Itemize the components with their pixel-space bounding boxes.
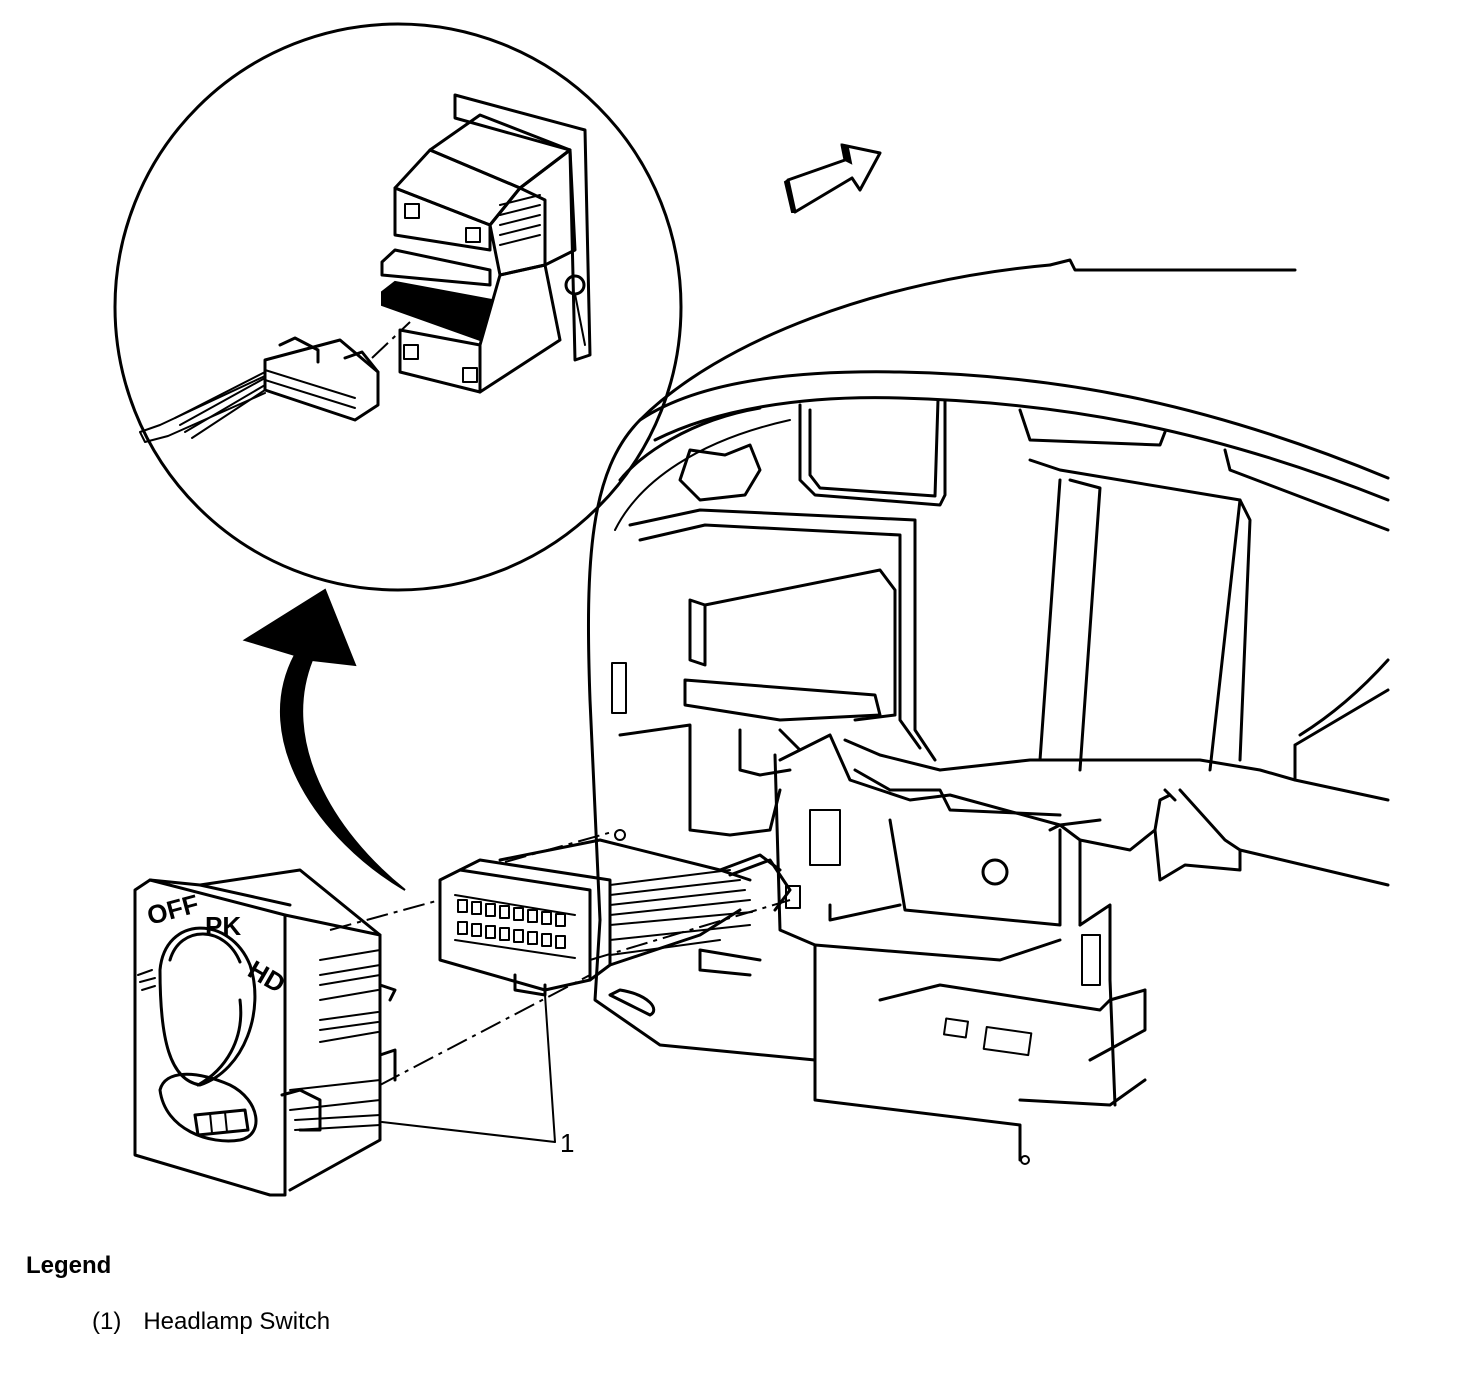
knob-label-park: PK — [205, 911, 241, 941]
instrument-panel — [586, 258, 1390, 1165]
callout-1: 1 — [381, 994, 574, 1158]
detail-view-circle — [113, 22, 683, 592]
callout-1-number: 1 — [560, 1128, 574, 1158]
legend-item: (1) Headlamp Switch — [92, 1308, 330, 1336]
legend-title: Legend — [26, 1252, 112, 1279]
forward-direction-arrow — [783, 143, 882, 214]
dimmer-thumbwheel — [158, 1072, 258, 1143]
headlamp-knob — [158, 926, 257, 1087]
headlamp-switch: OFF PK HD — [133, 868, 591, 1197]
connector-pin-cavities — [457, 899, 566, 949]
detail-switch-body — [380, 93, 592, 394]
panel-harness-connector — [438, 831, 801, 997]
curved-transition-arrow — [242, 588, 406, 891]
legend-list: (1) Headlamp Switch — [92, 1308, 330, 1336]
detail-harness-connector — [139, 321, 411, 443]
legend-item-label: Headlamp Switch — [143, 1308, 331, 1335]
legend-item-number: (1) — [92, 1308, 122, 1335]
headlamp-switch-illustration: OFF PK HD 1 — [113, 22, 1390, 1197]
